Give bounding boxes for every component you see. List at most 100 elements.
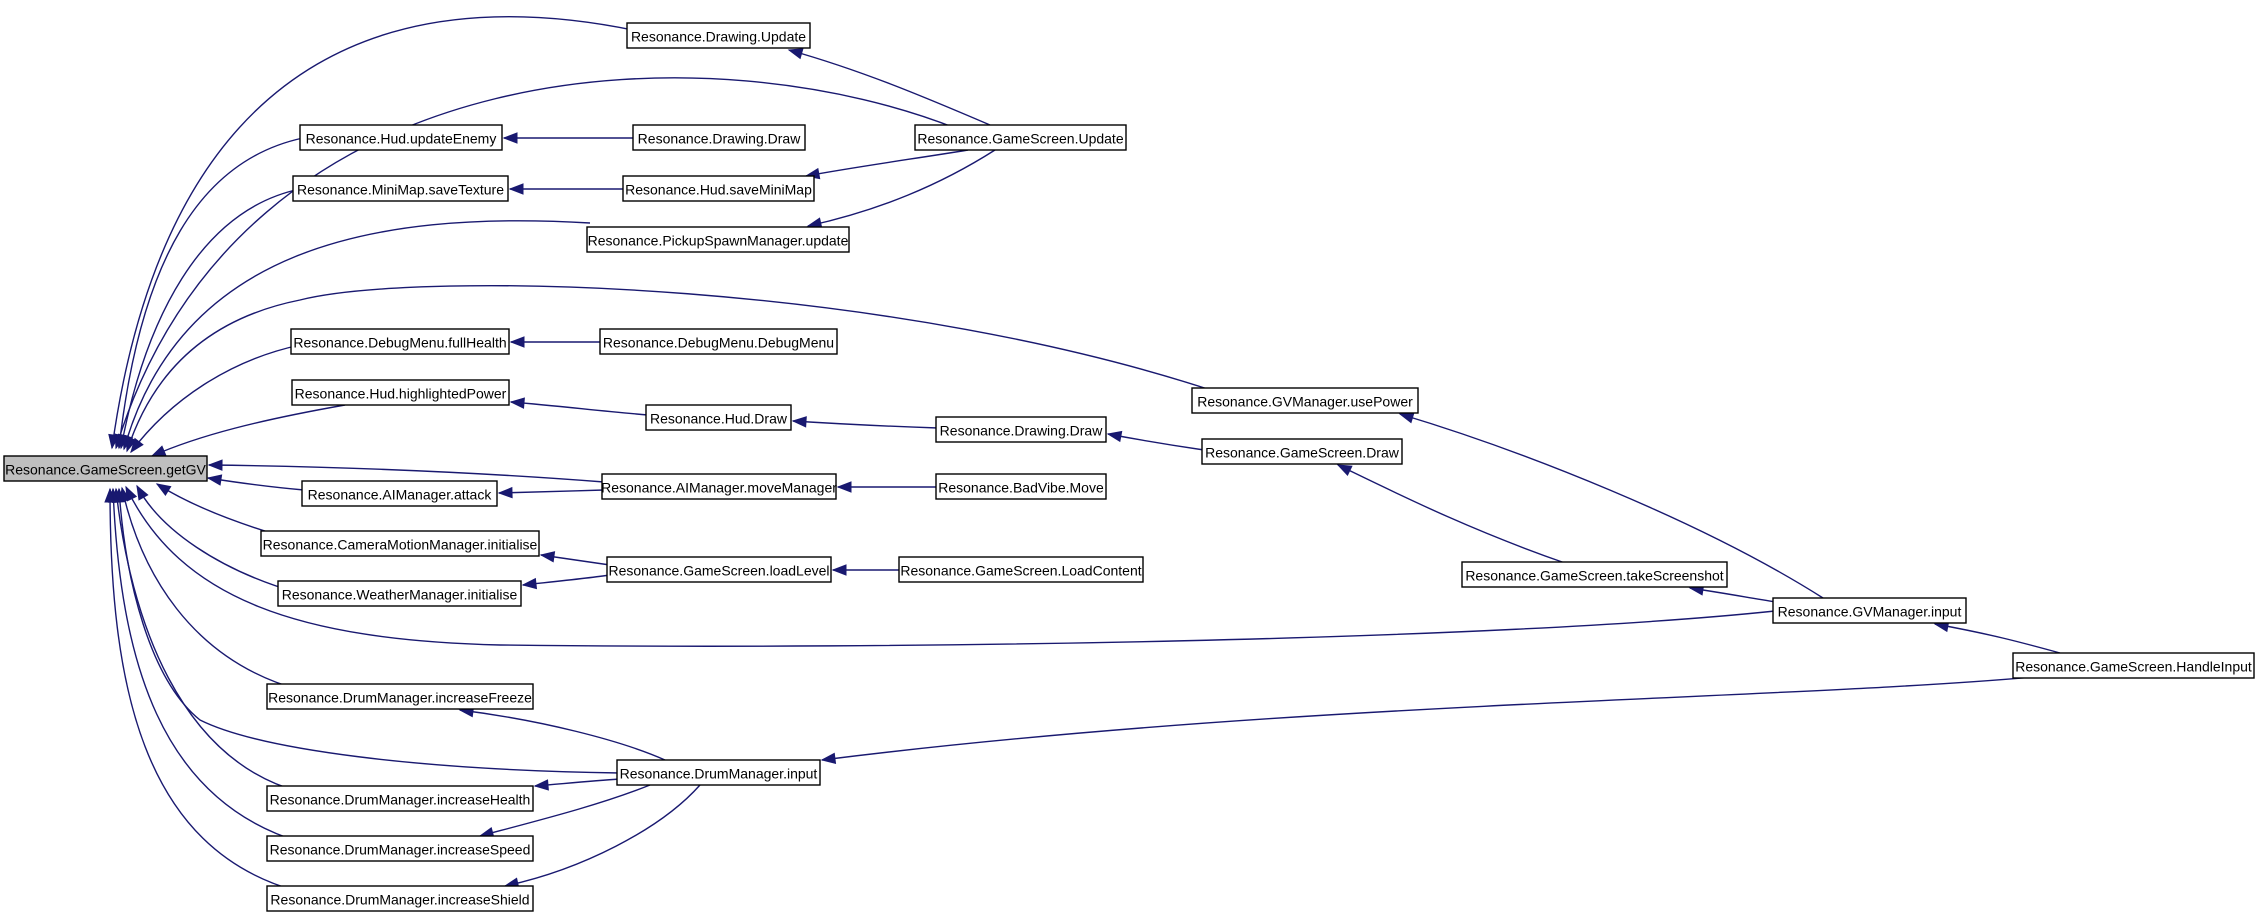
node-box — [601, 473, 837, 500]
node-box — [1191, 387, 1419, 414]
node-box — [266, 885, 534, 912]
edge-line — [498, 489, 605, 494]
node-gsHandleInput[interactable]: Resonance.GameScreen.HandleInput — [2012, 652, 2255, 679]
node-box — [645, 404, 792, 431]
node-cameraInit[interactable]: Resonance.CameraMotionManager.initialise — [260, 530, 540, 557]
node-box — [301, 480, 498, 507]
edge-line — [111, 16, 657, 449]
edge-hudHighlightedPower-to-getGV — [150, 404, 346, 457]
edge-arrowhead — [502, 132, 518, 144]
edge-line — [792, 420, 939, 429]
edge-drumIncreaseShield-to-getGV — [104, 487, 301, 893]
edge-arrowhead — [125, 436, 137, 453]
node-box — [291, 379, 510, 406]
node-hudDraw[interactable]: Resonance.Hud.Draw — [645, 404, 792, 431]
node-aiMoveManager[interactable]: Resonance.AIManager.moveManager — [601, 473, 837, 500]
node-label: Resonance.DebugMenu.fullHealth — [293, 335, 506, 351]
edge-arrowhead — [539, 551, 556, 563]
node-box — [898, 556, 1144, 583]
edge-drumIncreaseFreeze-to-getGV — [119, 486, 301, 691]
edge-hudDraw-to-hudHighlightedPower — [509, 397, 649, 416]
edge-arrowhead — [1336, 464, 1353, 477]
node-gvInput[interactable]: Resonance.GVManager.input — [1772, 597, 1967, 624]
node-weatherInit[interactable]: Resonance.WeatherManager.initialise — [277, 580, 522, 607]
node-label: Resonance.DrumManager.increaseShield — [270, 892, 529, 908]
edge-aiMoveManager-to-getGV — [207, 459, 605, 483]
edge-debugFullHealth-to-getGV — [130, 344, 301, 454]
edge-arrowhead — [130, 437, 144, 454]
node-debugFullHealth[interactable]: Resonance.DebugMenu.fullHealth — [290, 328, 510, 355]
edge-gvUsePower-to-getGV — [125, 285, 1241, 453]
edge-gsUpdate-to-getGV — [114, 77, 966, 450]
node-gsDraw[interactable]: Resonance.GameScreen.Draw — [1201, 438, 1403, 465]
edge-line — [112, 488, 301, 843]
edge-arrowhead — [509, 397, 525, 409]
node-debugDebugMenu[interactable]: Resonance.DebugMenu.DebugMenu — [599, 328, 838, 355]
node-drawingDraw2[interactable]: Resonance.Drawing.Draw — [935, 416, 1107, 443]
node-gsLoadLevel[interactable]: Resonance.GameScreen.loadLevel — [606, 556, 832, 583]
edge-arrowhead — [831, 564, 847, 576]
node-label: Resonance.GameScreen.HandleInput — [2015, 659, 2252, 675]
edge-drumInput-to-drumIncreaseHealth — [533, 778, 621, 791]
edge-gsLoadLevel-to-weatherInit — [521, 574, 611, 590]
node-gsUpdate[interactable]: Resonance.GameScreen.Update — [914, 124, 1127, 151]
edge-drumInput-to-drumIncreaseFreeze — [458, 706, 666, 761]
node-label: Resonance.Hud.updateEnemy — [306, 131, 497, 147]
edge-line — [1934, 623, 2061, 654]
node-box — [1772, 597, 1967, 624]
node-drumInput[interactable]: Resonance.DrumManager.input — [616, 759, 821, 786]
node-drumIncreaseHealth[interactable]: Resonance.DrumManager.increaseHealth — [266, 785, 534, 812]
node-box — [599, 328, 838, 355]
node-box — [260, 530, 540, 557]
node-box — [292, 175, 509, 202]
node-label: Resonance.MiniMap.saveTexture — [297, 182, 504, 198]
edge-line — [788, 49, 991, 126]
node-label: Resonance.WeatherManager.initialise — [282, 587, 518, 603]
node-box — [266, 785, 534, 812]
node-drawingDraw1[interactable]: Resonance.Drawing.Draw — [632, 124, 806, 151]
node-gsTakeScreenshot[interactable]: Resonance.GameScreen.takeScreenshot — [1461, 561, 1728, 588]
edge-arrowhead — [820, 752, 837, 765]
edge-arrowhead — [533, 779, 549, 791]
node-box — [935, 416, 1107, 443]
node-box — [622, 175, 815, 202]
edge-drawingDraw1-to-hudUpdateEnemy — [502, 132, 634, 144]
node-label: Resonance.DrumManager.input — [620, 766, 818, 782]
node-box — [914, 124, 1127, 151]
node-drawingUpdate[interactable]: Resonance.Drawing.Update — [626, 22, 811, 49]
node-box — [586, 226, 850, 253]
node-drumIncreaseSpeed[interactable]: Resonance.DrumManager.increaseSpeed — [266, 835, 534, 862]
edge-arrowhead — [155, 483, 172, 496]
node-label: Resonance.GameScreen.getGV — [5, 462, 206, 478]
node-drumIncreaseShield[interactable]: Resonance.DrumManager.increaseShield — [266, 885, 534, 912]
node-hudUpdateEnemy[interactable]: Resonance.Hud.updateEnemy — [299, 124, 503, 151]
edge-gsUpdate-to-drawingUpdate — [787, 48, 991, 126]
node-aiAttack[interactable]: Resonance.AIManager.attack — [301, 480, 498, 507]
edge-drawingDraw2-to-hudDraw — [791, 416, 939, 429]
node-gvUsePower[interactable]: Resonance.GVManager.usePower — [1191, 387, 1419, 414]
node-box — [616, 759, 821, 786]
node-label: Resonance.Hud.Draw — [650, 411, 788, 427]
node-label: Resonance.CameraMotionManager.initialise — [263, 537, 538, 553]
node-label: Resonance.GameScreen.LoadContent — [900, 563, 1141, 579]
node-getGV[interactable]: Resonance.GameScreen.getGV — [3, 455, 208, 482]
edge-line — [510, 401, 649, 416]
node-miniMapSaveTexture[interactable]: Resonance.MiniMap.saveTexture — [292, 175, 509, 202]
edge-arrowhead — [206, 474, 223, 486]
node-label: Resonance.GameScreen.loadLevel — [608, 563, 829, 579]
node-label: Resonance.GVManager.input — [1778, 604, 1962, 620]
node-label: Resonance.DebugMenu.DebugMenu — [603, 335, 834, 351]
edge-arrowhead — [1398, 412, 1415, 424]
edge-arrowhead — [207, 459, 223, 471]
edge-gsLoadContent-to-gsLoadLevel — [831, 564, 901, 576]
node-hudHighlightedPower[interactable]: Resonance.Hud.highlightedPower — [291, 379, 510, 406]
node-pickupUpdate[interactable]: Resonance.PickupSpawnManager.update — [586, 226, 850, 253]
node-badVibeMove[interactable]: Resonance.BadVibe.Move — [935, 473, 1107, 500]
node-gsLoadContent[interactable]: Resonance.GameScreen.LoadContent — [898, 556, 1144, 583]
node-hudSaveMiniMap[interactable]: Resonance.Hud.saveMiniMap — [622, 175, 815, 202]
edge-line — [125, 486, 1776, 647]
edge-arrowhead — [521, 577, 538, 590]
node-box — [1461, 561, 1728, 588]
edge-arrowhead — [497, 486, 513, 499]
node-drumIncreaseFreeze[interactable]: Resonance.DrumManager.increaseFreeze — [266, 683, 534, 710]
